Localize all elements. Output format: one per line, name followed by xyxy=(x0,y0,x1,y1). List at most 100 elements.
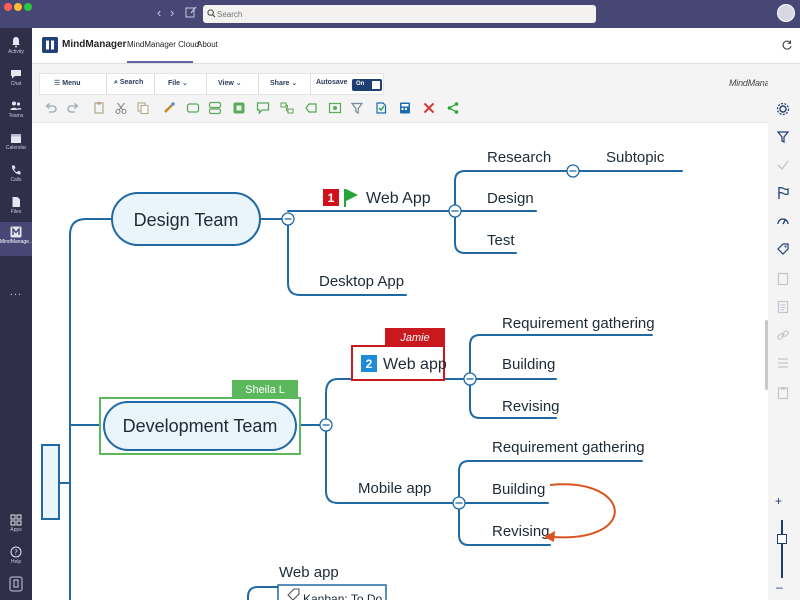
checkmark-icon[interactable] xyxy=(776,158,790,172)
tag-icon[interactable] xyxy=(776,242,790,256)
sheila-tag-label: Sheila L xyxy=(245,384,285,396)
flag-icon[interactable] xyxy=(776,186,790,200)
autosave-label: Autosave xyxy=(316,79,348,86)
rail-item-calendar[interactable]: Calendar xyxy=(0,128,32,160)
subtopic-label: Subtopic xyxy=(606,149,665,166)
zoom-window-button[interactable] xyxy=(24,3,32,11)
undo-icon[interactable] xyxy=(44,101,58,115)
relationship-icon[interactable] xyxy=(280,101,294,115)
file-icon xyxy=(12,197,20,207)
settings-icon[interactable] xyxy=(776,102,790,116)
svg-text:?: ? xyxy=(14,549,18,557)
share-icon[interactable] xyxy=(446,101,460,115)
task-list-icon[interactable] xyxy=(776,356,790,370)
search-button[interactable]: ⌕ Search xyxy=(114,79,143,87)
design-team-label: Design Team xyxy=(134,210,239,230)
format-painter-icon[interactable] xyxy=(162,101,176,115)
relationship-line xyxy=(549,483,616,539)
building-2-label: Building xyxy=(492,481,545,498)
branch-line xyxy=(454,170,574,212)
share-menu-button[interactable]: Share ⌄ xyxy=(270,79,297,87)
kanban-topic xyxy=(277,584,387,600)
rail-label: Activity xyxy=(8,49,24,55)
insert-image-icon[interactable] xyxy=(328,101,342,115)
callout-icon[interactable] xyxy=(256,101,270,115)
floating-topic-icon[interactable] xyxy=(232,101,246,115)
cut-icon[interactable] xyxy=(114,101,128,115)
development-team-selection xyxy=(99,397,301,455)
app-header: MindManager MindManager Cloud About xyxy=(32,28,800,64)
web-app-3-label: Web app xyxy=(279,564,339,581)
revising-1-label: Revising xyxy=(502,398,560,415)
compose-icon[interactable] xyxy=(185,6,197,18)
boundary-icon[interactable] xyxy=(304,101,318,115)
forward-arrow-icon[interactable]: › xyxy=(170,5,175,20)
topic-icon[interactable] xyxy=(186,101,200,115)
back-arrow-icon[interactable]: ‹ xyxy=(157,5,162,20)
priority-2-label: 2 xyxy=(366,357,373,371)
rail-item-teams[interactable]: Teams xyxy=(0,96,32,128)
attach-file-icon[interactable] xyxy=(374,101,388,115)
view-menu-button[interactable]: View ⌄ xyxy=(218,79,242,87)
rail-item-chat[interactable]: Chat xyxy=(0,64,32,96)
rail-item-mindmanager[interactable]: MindManage... xyxy=(0,222,33,256)
rail-item-activity[interactable]: Activity xyxy=(0,32,32,64)
rail-label: Teams xyxy=(8,113,24,119)
chevron-down-icon: ⌄ xyxy=(182,80,188,87)
link-icon[interactable] xyxy=(776,328,790,342)
calculator-icon[interactable] xyxy=(398,101,412,115)
redo-icon[interactable] xyxy=(66,101,80,115)
zoom-in-button[interactable]: + xyxy=(775,494,783,508)
close-window-button[interactable] xyxy=(4,3,12,11)
clipboard-icon[interactable] xyxy=(776,386,790,400)
branch-line xyxy=(247,586,339,600)
avatar[interactable] xyxy=(777,4,795,22)
autosave-toggle[interactable]: On xyxy=(352,79,382,91)
map-canvas[interactable]: Design Team 1 Web App Research Subtopi xyxy=(32,122,768,600)
vertical-scrollbar[interactable] xyxy=(765,320,768,390)
branch-line xyxy=(287,218,407,296)
rail-item-files[interactable]: Files xyxy=(0,192,32,224)
test-label: Test xyxy=(487,232,515,249)
more-apps-button[interactable]: ... xyxy=(9,286,23,298)
rail-item-device[interactable] xyxy=(0,572,32,600)
copy-icon[interactable] xyxy=(136,101,150,115)
document-icon[interactable] xyxy=(776,300,790,314)
gauge-icon[interactable] xyxy=(776,214,790,228)
web-app-label: Web App xyxy=(366,190,431,207)
branch-line xyxy=(469,378,557,419)
rail-item-apps[interactable]: Apps xyxy=(0,510,32,542)
subtopic-icon[interactable] xyxy=(208,101,222,115)
search-label: Search xyxy=(119,79,144,86)
file-menu-button[interactable]: File ⌄ xyxy=(168,79,188,87)
tab-mindmanager-cloud[interactable]: MindManager Cloud xyxy=(127,40,200,49)
design-label: Design xyxy=(487,190,534,207)
device-icon xyxy=(9,576,23,592)
zoom-slider-thumb[interactable] xyxy=(777,534,787,544)
development-team-topic xyxy=(103,401,297,451)
tab-about[interactable]: About xyxy=(197,40,218,49)
zoom-out-button[interactable]: – xyxy=(776,580,783,594)
design-team-topic xyxy=(111,192,261,246)
web-app-2-label: Web app xyxy=(383,356,447,373)
flag-icon xyxy=(344,189,358,207)
bell-icon xyxy=(12,37,20,48)
paste-icon[interactable] xyxy=(92,101,106,115)
search-input[interactable] xyxy=(203,5,596,23)
active-tab-indicator xyxy=(127,61,193,63)
menu-separator xyxy=(106,74,107,95)
delete-icon[interactable] xyxy=(422,101,436,115)
notes-icon[interactable] xyxy=(776,272,790,286)
rail-item-calls[interactable]: Calls xyxy=(0,160,32,192)
toggle-knob xyxy=(372,81,380,89)
menu-button[interactable]: ☰ Menu xyxy=(54,79,81,87)
filter-icon[interactable] xyxy=(776,130,790,144)
zoom-slider[interactable] xyxy=(781,520,783,578)
autosave-state: On xyxy=(356,81,365,87)
rail-item-help[interactable]: ? Help xyxy=(0,542,32,574)
desktop-app-label: Desktop App xyxy=(319,273,404,290)
filter-icon[interactable] xyxy=(350,101,364,115)
jamie-tag-label: Jamie xyxy=(399,332,429,344)
minimize-window-button[interactable] xyxy=(14,3,22,11)
reload-icon[interactable] xyxy=(781,39,793,51)
